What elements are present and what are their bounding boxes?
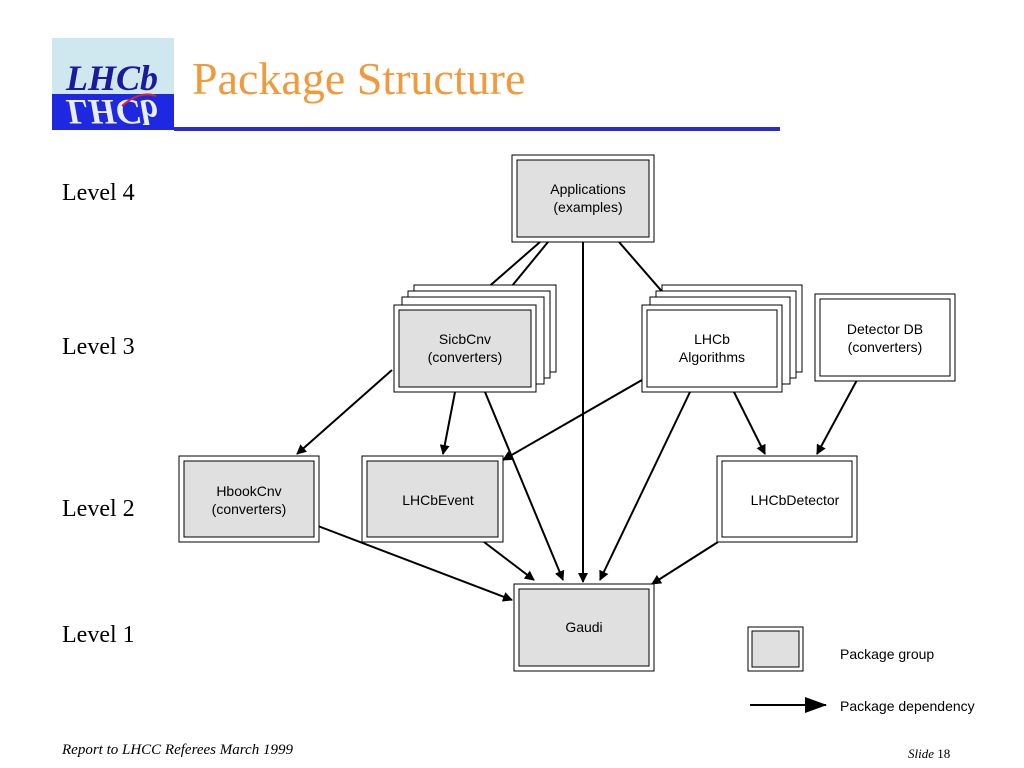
- level-3-label: Level 3: [62, 334, 135, 360]
- slide-number: 18: [937, 746, 951, 761]
- svg-text:LHCbDetector: LHCbDetector: [751, 492, 840, 508]
- lhcb-logo: LHCb LHCb: [52, 38, 174, 132]
- legend: Package group Package dependency: [747, 626, 975, 714]
- svg-text:(converters): (converters): [848, 339, 923, 355]
- svg-text:LHCbEvent: LHCbEvent: [402, 492, 474, 508]
- node-gaudi: Gaudi: [513, 583, 655, 672]
- svg-text:Gaudi: Gaudi: [565, 619, 602, 635]
- node-lhcb-algorithms: LHCb Algorithms: [641, 284, 803, 393]
- dep-lhcb-algorithms-gaudi: [599, 391, 691, 581]
- footer-report-text: Report to LHCC Referees March 1999: [62, 742, 293, 758]
- dep-hbookcnv-gaudi: [317, 525, 513, 602]
- svg-text:SicbCnv: SicbCnv: [439, 331, 491, 347]
- title-rule: [174, 127, 780, 131]
- legend-package-group-label: Package group: [840, 646, 934, 662]
- footer-slide-number: Slide 18: [908, 746, 950, 762]
- page-title: Package Structure: [192, 53, 526, 104]
- svg-text:HbookCnv: HbookCnv: [216, 483, 281, 499]
- legend-package-group-swatch: [747, 626, 804, 672]
- svg-text:(converters): (converters): [212, 501, 287, 517]
- node-detector-db: Detector DB (converters): [814, 293, 956, 382]
- dep-detector-db-lhcbdetector: [816, 379, 858, 455]
- slide-label: Slide: [908, 746, 934, 761]
- dep-sicbcnv-lhcbevent: [439, 391, 456, 455]
- node-applications: Applications (examples): [511, 154, 655, 243]
- level-4-label: Level 4: [62, 180, 135, 206]
- svg-text:LHCb: LHCb: [694, 331, 730, 347]
- svg-text:Algorithms: Algorithms: [679, 349, 745, 365]
- node-sicbcnv: SicbCnv (converters): [393, 284, 557, 393]
- dep-lhcbevent-gaudi: [483, 541, 535, 581]
- dep-sicbcnv-gaudi: [484, 391, 565, 581]
- dep-applications-sicbcnv-back: [484, 241, 541, 291]
- node-lhcbevent: LHCbEvent: [361, 455, 504, 543]
- dep-lhcbdetector-gaudi: [651, 541, 719, 585]
- dep-sicbcnv-hbookcnv: [296, 369, 393, 455]
- node-lhcbdetector: LHCbDetector: [716, 455, 858, 543]
- svg-text:LHCb: LHCb: [65, 58, 158, 98]
- svg-text:LHCb: LHCb: [65, 92, 158, 130]
- level-1-label: Level 1: [62, 622, 135, 648]
- node-hbookcnv: HbookCnv (converters): [178, 455, 320, 543]
- dep-lhcb-algorithms-lhcbevent: [502, 379, 643, 461]
- svg-text:Applications: Applications: [550, 181, 626, 197]
- dep-lhcb-algorithms-lhcbdetector: [733, 391, 766, 455]
- level-2-label: Level 2: [62, 496, 135, 522]
- legend-package-dependency-label: Package dependency: [840, 698, 975, 714]
- svg-text:(examples): (examples): [553, 199, 622, 215]
- dependency-arrows: [296, 241, 858, 602]
- svg-text:(converters): (converters): [428, 349, 503, 365]
- svg-text:Detector DB: Detector DB: [847, 321, 923, 337]
